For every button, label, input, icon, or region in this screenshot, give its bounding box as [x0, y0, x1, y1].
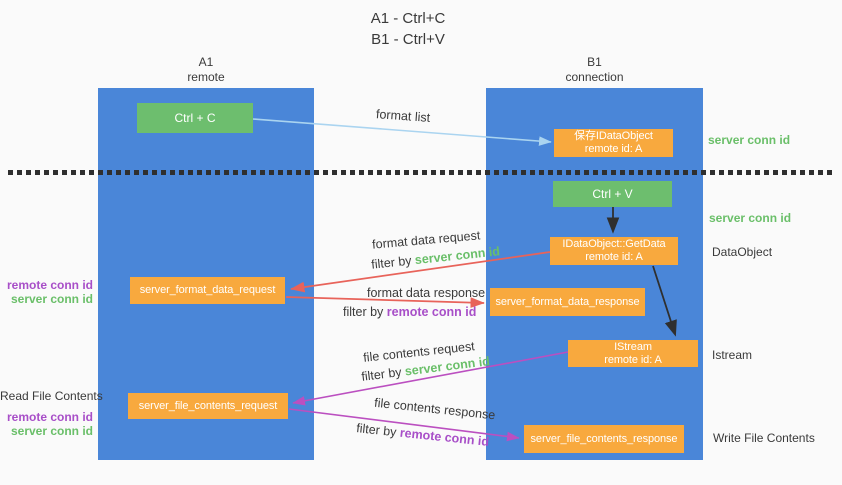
arrow-format-list — [252, 118, 552, 146]
arrow-file-contents-request — [292, 351, 569, 406]
file-request-label: server_file_contents_request — [138, 399, 278, 412]
istream-side-label: Istream — [712, 348, 753, 362]
title-line-2: B1 - Ctrl+V — [371, 31, 445, 48]
lane-header-a1-remote: A1 remote — [98, 55, 314, 85]
ctrl-c-label: Ctrl + C — [174, 111, 216, 125]
lane-a1-name: A1 — [198, 55, 214, 69]
file-response-label: server_file_contents_response — [530, 432, 678, 445]
server-conn-id-label-2: server conn id — [10, 424, 93, 438]
save-idataobject-line2: remote id: A — [584, 143, 643, 155]
getdata-line2: remote id: A — [585, 251, 643, 263]
arrow-file-contents-response — [288, 408, 520, 442]
server-conn-id-label-mid-right: server conn id — [709, 211, 792, 225]
istream-line2: remote id: A — [604, 353, 662, 366]
istream-box: IStream remote id: A — [568, 340, 698, 367]
ctrl-c-box: Ctrl + C — [137, 103, 253, 133]
idataobject-getdata-box: IDataObject::GetData remote id: A — [550, 237, 678, 265]
dataobject-label: DataObject — [712, 245, 773, 259]
save-idataobject-line1: 保存IDataObject — [574, 130, 653, 142]
arrow-format-data-response — [285, 296, 485, 308]
ctrl-v-box: Ctrl + V — [553, 181, 672, 207]
left-conn-id-cluster-format: remote conn id server conn id — [0, 278, 93, 306]
server-file-contents-request-box: server_file_contents_request — [128, 393, 288, 419]
write-file-contents-label: Write File Contents — [713, 431, 815, 445]
dotted-divider-line — [8, 170, 834, 175]
arrow-format-data-request — [290, 251, 551, 293]
filter-by-text: filter by — [343, 305, 387, 319]
lane-b1-role: connection — [565, 70, 624, 84]
server-conn-id-label-top-right: server conn id — [708, 133, 791, 147]
diagram-title: A1 - Ctrl+C B1 - Ctrl+V — [308, 8, 508, 50]
lane-a1-role: remote — [187, 70, 225, 84]
format-data-response-filter-label: filter by remote conn id — [343, 305, 476, 319]
lane-header-b1-connection: B1 connection — [486, 55, 703, 85]
server-file-contents-response-box: server_file_contents_response — [524, 425, 684, 453]
lane-b1-name: B1 — [587, 55, 602, 69]
server-conn-id-label-1: server conn id — [10, 292, 93, 306]
istream-line1: IStream — [614, 340, 652, 353]
getdata-line1: IDataObject::GetData — [562, 238, 666, 250]
arrow-getdata-to-istream — [652, 265, 677, 337]
save-idataobject-box: 保存IDataObject remote id: A — [554, 129, 673, 157]
title-line-1: A1 - Ctrl+C — [370, 10, 446, 27]
remote-conn-id-label-2: remote conn id — [6, 410, 93, 424]
remote-conn-id-key: remote conn id — [386, 305, 477, 319]
ctrl-v-label: Ctrl + V — [592, 187, 633, 201]
left-conn-id-cluster-file: Read File Contents remote conn id server… — [0, 389, 103, 438]
format-data-response-flow-label: format data response — [367, 286, 486, 300]
server-format-data-response-box: server_format_data_response — [490, 288, 645, 316]
read-file-contents-label: Read File Contents — [0, 389, 103, 403]
format-request-label: server_format_data_request — [139, 284, 276, 296]
format-response-label: server_format_data_response — [495, 295, 640, 308]
server-format-data-request-box: server_format_data_request — [130, 277, 285, 304]
remote-conn-id-label-1: remote conn id — [6, 278, 93, 292]
